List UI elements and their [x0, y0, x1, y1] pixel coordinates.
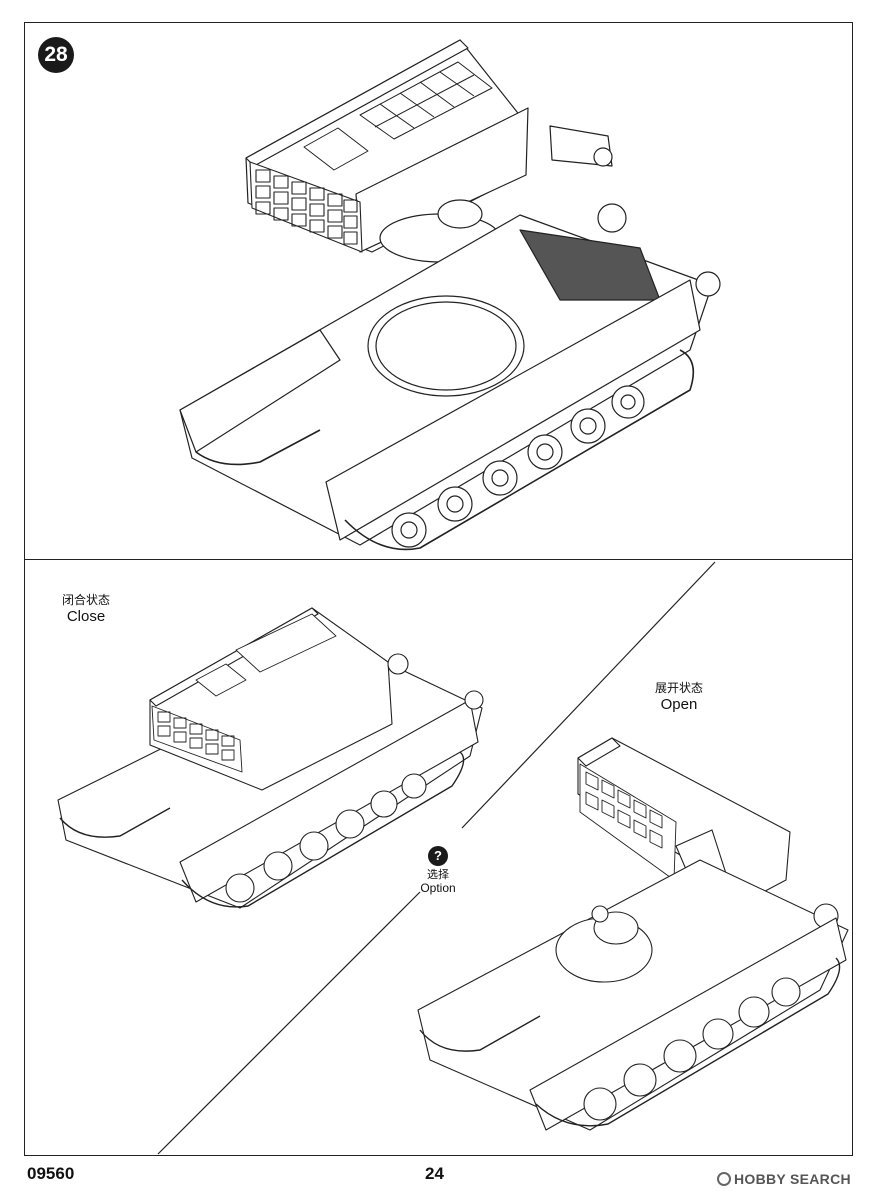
option-label-en: Option [420, 881, 456, 895]
watermark: HOBBY SEARCH [717, 1170, 851, 1188]
vehicle-open [417, 737, 849, 1131]
open-label-en: Open [660, 696, 698, 713]
launcher-tube-grid [249, 161, 363, 253]
open-label-cn: 展开状态 [654, 681, 703, 695]
step-divider [24, 559, 853, 560]
instruction-frame [24, 22, 853, 1156]
watermark-text: HOBBY SEARCH [734, 1171, 851, 1187]
option-diagonal-divider-lower [157, 891, 421, 1155]
close-label-cn: 闭合状态 [61, 593, 110, 607]
question-mark-icon: ? [428, 846, 448, 866]
open-state-label: 展开状态 Open [640, 681, 718, 714]
page-number: 24 [425, 1164, 444, 1183]
step-number-badge: 28 [38, 37, 74, 73]
tank-hull-top [179, 203, 721, 551]
vehicle-closed [57, 607, 484, 909]
kit-code: 09560 [27, 1164, 75, 1183]
hobby-search-logo-icon [717, 1172, 731, 1186]
option-label: ? 选择 Option [405, 846, 471, 896]
option-label-cn: 选择 [427, 868, 449, 881]
close-label-en: Close [66, 608, 106, 625]
closed-launcher-grid [151, 705, 243, 773]
option-diagonal-divider [461, 561, 716, 829]
close-state-label: 闭合状态 Close [50, 593, 122, 626]
